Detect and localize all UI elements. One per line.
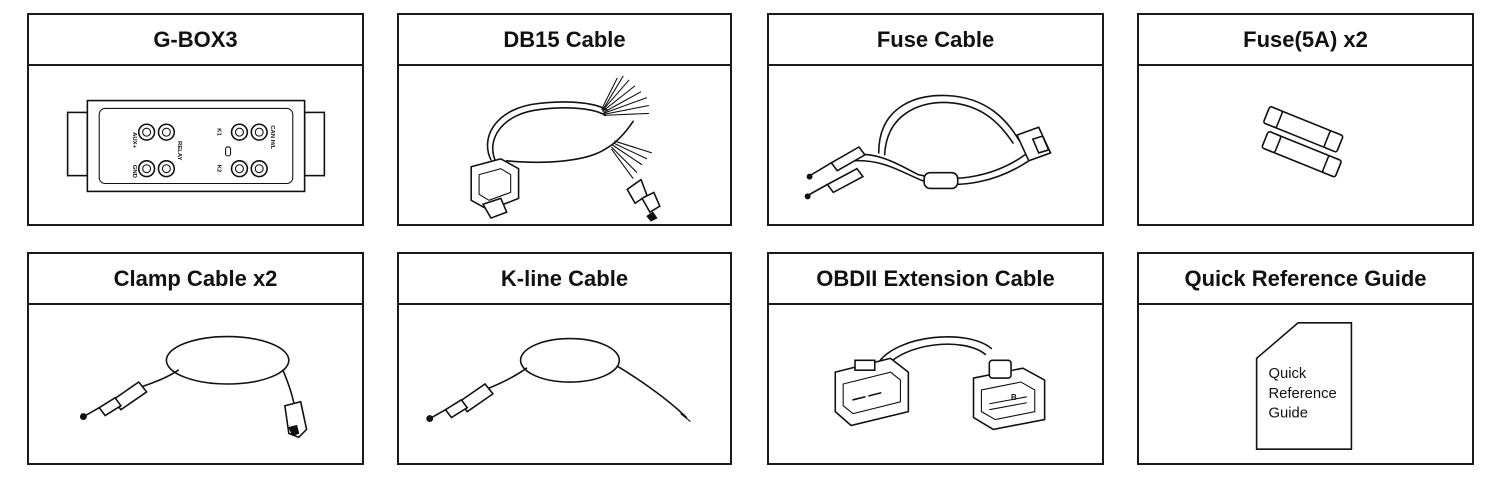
item-title: K-line Cable bbox=[399, 254, 730, 305]
item-card-quick-reference-guide: Quick Reference Guide Quick Reference Gu… bbox=[1137, 252, 1474, 465]
fuse-cable-icon bbox=[804, 94, 1052, 200]
item-title: OBDII Extension Cable bbox=[769, 254, 1102, 305]
item-title: DB15 Cable bbox=[399, 15, 730, 66]
item-title: Fuse(5A) x2 bbox=[1139, 15, 1472, 66]
item-title: G-BOX3 bbox=[29, 15, 362, 66]
db15-cable-icon bbox=[470, 75, 661, 222]
fuse-pair-icon bbox=[1261, 106, 1344, 178]
booklet-line-1: Quick bbox=[1268, 366, 1306, 382]
item-card-gbox3: G-BOX3 AUX+ GND RELAY K1 K2 bbox=[27, 13, 364, 226]
port-label-k2: K2 bbox=[216, 165, 222, 173]
item-card-kline-cable: K-line Cable bbox=[397, 252, 732, 465]
port-label-gnd: GND bbox=[131, 165, 137, 179]
svg-text:B: B bbox=[1011, 393, 1017, 402]
item-card-fuse-cable: Fuse Cable bbox=[767, 13, 1104, 226]
port-label-relay: RELAY bbox=[176, 141, 182, 161]
quick-reference-guide-icon: Quick Reference Guide bbox=[1255, 321, 1353, 450]
kline-cable-icon bbox=[426, 337, 691, 423]
obdii-extension-cable-icon: B bbox=[834, 336, 1046, 431]
booklet-line-2: Reference bbox=[1268, 386, 1336, 402]
clamp-cable-icon bbox=[79, 335, 308, 439]
item-card-clamp-cable: Clamp Cable x2 bbox=[27, 252, 364, 465]
port-label-aux: AUX+ bbox=[131, 132, 137, 148]
item-title: Fuse Cable bbox=[769, 15, 1102, 66]
port-label-k1: K1 bbox=[216, 128, 222, 136]
item-title: Clamp Cable x2 bbox=[29, 254, 362, 305]
item-title: Quick Reference Guide bbox=[1139, 254, 1472, 305]
port-label-can: CAN H/L bbox=[269, 125, 275, 149]
booklet-line-3: Guide bbox=[1268, 406, 1308, 422]
item-card-fuse-5a: Fuse(5A) x2 bbox=[1137, 13, 1474, 226]
gbox3-device-icon: AUX+ GND RELAY K1 K2 CAN H/L bbox=[66, 99, 326, 193]
item-card-obdii-extension-cable: OBDII Extension Cable B bbox=[767, 252, 1104, 465]
item-card-db15-cable: DB15 Cable bbox=[397, 13, 732, 226]
